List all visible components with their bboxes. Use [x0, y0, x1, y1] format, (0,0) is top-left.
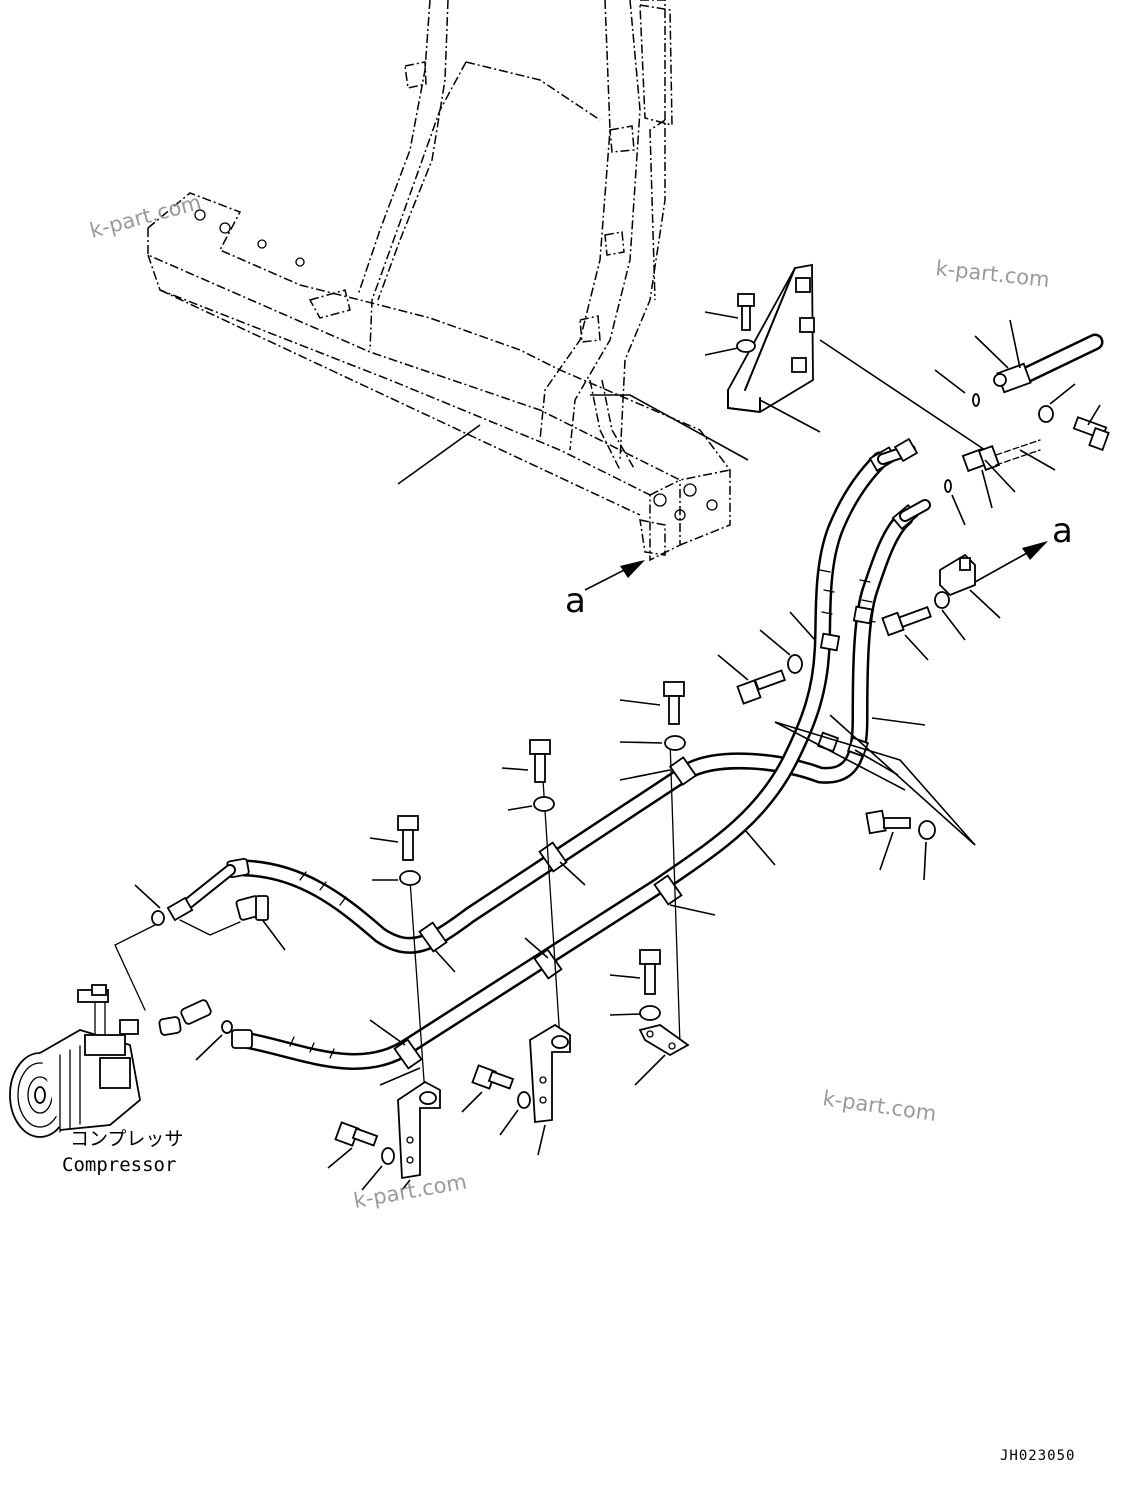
bottom-fastener-a: [461, 1064, 531, 1136]
watermark: k-part.com: [87, 190, 204, 243]
washer-icon: [1038, 405, 1054, 423]
view-reference-right: a: [1052, 511, 1073, 551]
upper-right-hose: [974, 319, 1104, 394]
hose-assembly: [166, 437, 931, 1070]
frame-leader: [397, 424, 481, 485]
hose-connector: [961, 439, 1041, 473]
watermark: k-part.com: [934, 256, 1050, 292]
bolt-icon: [1072, 416, 1110, 452]
compressor: [9, 984, 141, 1138]
compressor-fittings: [114, 895, 269, 1061]
fastener-set-6: [865, 809, 936, 881]
link-lines: [409, 714, 976, 1096]
fastener-set-4: [609, 949, 661, 1021]
machine-frame: [147, 0, 731, 562]
o-ring-icon: [972, 393, 980, 407]
view-arrow-right: [974, 541, 1048, 583]
mount-leader: [590, 394, 749, 461]
drawing-code: JH023050: [1000, 1448, 1075, 1464]
flange-block: [939, 553, 976, 597]
bottom-bracket-1: [397, 1080, 441, 1191]
fastener-set-3: [369, 815, 421, 886]
bracket-link-line: [819, 339, 986, 451]
o-ring-icon: [944, 479, 952, 493]
bottom-bracket-3: [634, 1024, 690, 1086]
fastener-set-2: [501, 739, 555, 812]
fastener-set-1: [619, 681, 686, 781]
bolt-icon: [737, 293, 755, 331]
view-reference-left: a: [565, 581, 586, 621]
view-arrow-left: [584, 560, 645, 591]
bracket-leader: [759, 399, 821, 433]
bottom-fastener-b: [327, 1121, 395, 1191]
compressor-label-jp: コンプレッサ: [70, 1128, 183, 1150]
bottom-bracket-2: [529, 1023, 571, 1156]
fastener-set-5: [717, 611, 816, 705]
compressor-label-en: Compressor: [62, 1154, 176, 1176]
triangular-bracket: [727, 263, 815, 413]
washer-icon: [934, 591, 950, 609]
watermark: k-part.com: [821, 1086, 938, 1126]
washer-icon: [736, 339, 756, 353]
bolt-icon: [881, 606, 932, 637]
